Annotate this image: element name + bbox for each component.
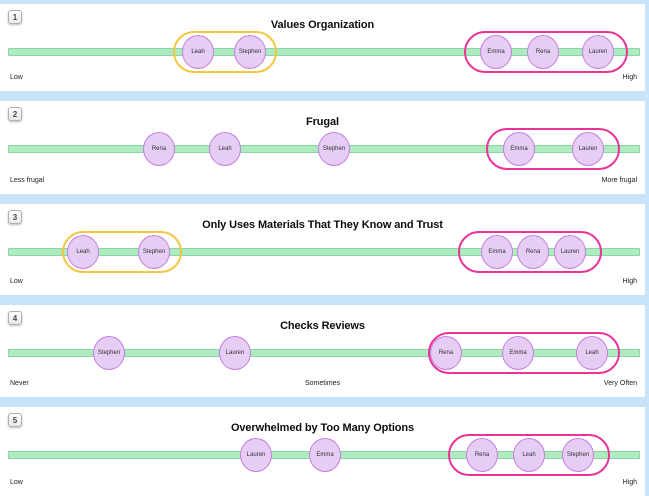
spectrum-section: 5 Overwhelmed by Too Many Options Low Hi… xyxy=(0,407,645,496)
person-circle[interactable]: Lauren xyxy=(572,132,604,166)
person-circle[interactable]: Rena xyxy=(143,132,175,166)
section-number-badge[interactable]: 4 xyxy=(8,311,22,325)
spectrum-bar xyxy=(8,48,640,56)
spectrum-section: 2 Frugal Less frugal More frugal Rena Lea… xyxy=(0,101,645,194)
section-number-badge[interactable]: 2 xyxy=(8,107,22,121)
spectrum-bar xyxy=(8,248,640,256)
group-outline-pink[interactable] xyxy=(428,332,620,374)
person-circle[interactable]: Stephen xyxy=(318,132,350,166)
person-circle[interactable]: Leah xyxy=(576,336,608,370)
section-title: Values Organization xyxy=(270,19,375,31)
group-outline-pink[interactable] xyxy=(486,128,620,170)
scale-label-left: Low xyxy=(10,479,23,486)
group-outline-pink[interactable] xyxy=(464,31,628,73)
scale-label-right: High xyxy=(622,479,637,486)
section-title: Only Uses Materials That They Know and T… xyxy=(202,219,443,231)
section-number-badge[interactable]: 3 xyxy=(8,210,22,224)
person-circle[interactable]: Leah xyxy=(67,235,99,269)
person-circle[interactable]: Lauren xyxy=(554,235,586,269)
scale-label-right: More frugal xyxy=(601,177,637,184)
scale-label-right: High xyxy=(622,278,637,285)
person-circle[interactable]: Lauren xyxy=(582,35,614,69)
person-circle[interactable]: Lauren xyxy=(240,438,272,472)
section-title: Checks Reviews xyxy=(280,320,365,332)
group-outline-pink[interactable] xyxy=(448,434,610,476)
spectrum-section: 3 Only Uses Materials That They Know and… xyxy=(0,204,645,295)
person-circle[interactable]: Emma xyxy=(503,132,535,166)
person-circle[interactable]: Leah xyxy=(209,132,241,166)
group-outline-yellow[interactable] xyxy=(62,231,182,273)
person-circle[interactable]: Emma xyxy=(309,438,341,472)
scale-label-left: Less frugal xyxy=(10,177,45,184)
scale-label-right: High xyxy=(622,74,637,81)
person-circle[interactable]: Rena xyxy=(430,336,462,370)
person-circle[interactable]: Stephen xyxy=(562,438,594,472)
person-circle[interactable]: Leah xyxy=(182,35,214,69)
scale-label-center: Sometimes xyxy=(304,380,340,387)
spectrum-section: 1 Values Organization Low High Leah Steph… xyxy=(0,4,645,91)
person-circle[interactable]: Stephen xyxy=(93,336,125,370)
group-outline-pink[interactable] xyxy=(458,231,602,273)
person-circle[interactable]: Rena xyxy=(517,235,549,269)
scale-label-left: Low xyxy=(10,278,23,285)
section-title: Frugal xyxy=(305,116,339,128)
person-circle[interactable]: Emma xyxy=(502,336,534,370)
scale-label-right: Very Often xyxy=(603,380,637,387)
person-circle[interactable]: Emma xyxy=(481,235,513,269)
person-circle[interactable]: Rena xyxy=(466,438,498,472)
group-outline-yellow[interactable] xyxy=(173,31,277,73)
section-title: Overwhelmed by Too Many Options xyxy=(230,422,415,434)
spectrum-section: 4 Checks Reviews Never Sometimes Very Of… xyxy=(0,305,645,397)
section-number-badge[interactable]: 5 xyxy=(8,413,22,427)
person-circle[interactable]: Rena xyxy=(527,35,559,69)
person-circle[interactable]: Stephen xyxy=(138,235,170,269)
section-number-badge[interactable]: 1 xyxy=(8,10,22,24)
person-circle[interactable]: Emma xyxy=(480,35,512,69)
person-circle[interactable]: Leah xyxy=(513,438,545,472)
spectrum-bar xyxy=(8,349,640,357)
person-circle[interactable]: Stephen xyxy=(234,35,266,69)
scale-label-left: Never xyxy=(10,380,29,387)
scale-label-left: Low xyxy=(10,74,23,81)
person-circle[interactable]: Lauren xyxy=(219,336,251,370)
